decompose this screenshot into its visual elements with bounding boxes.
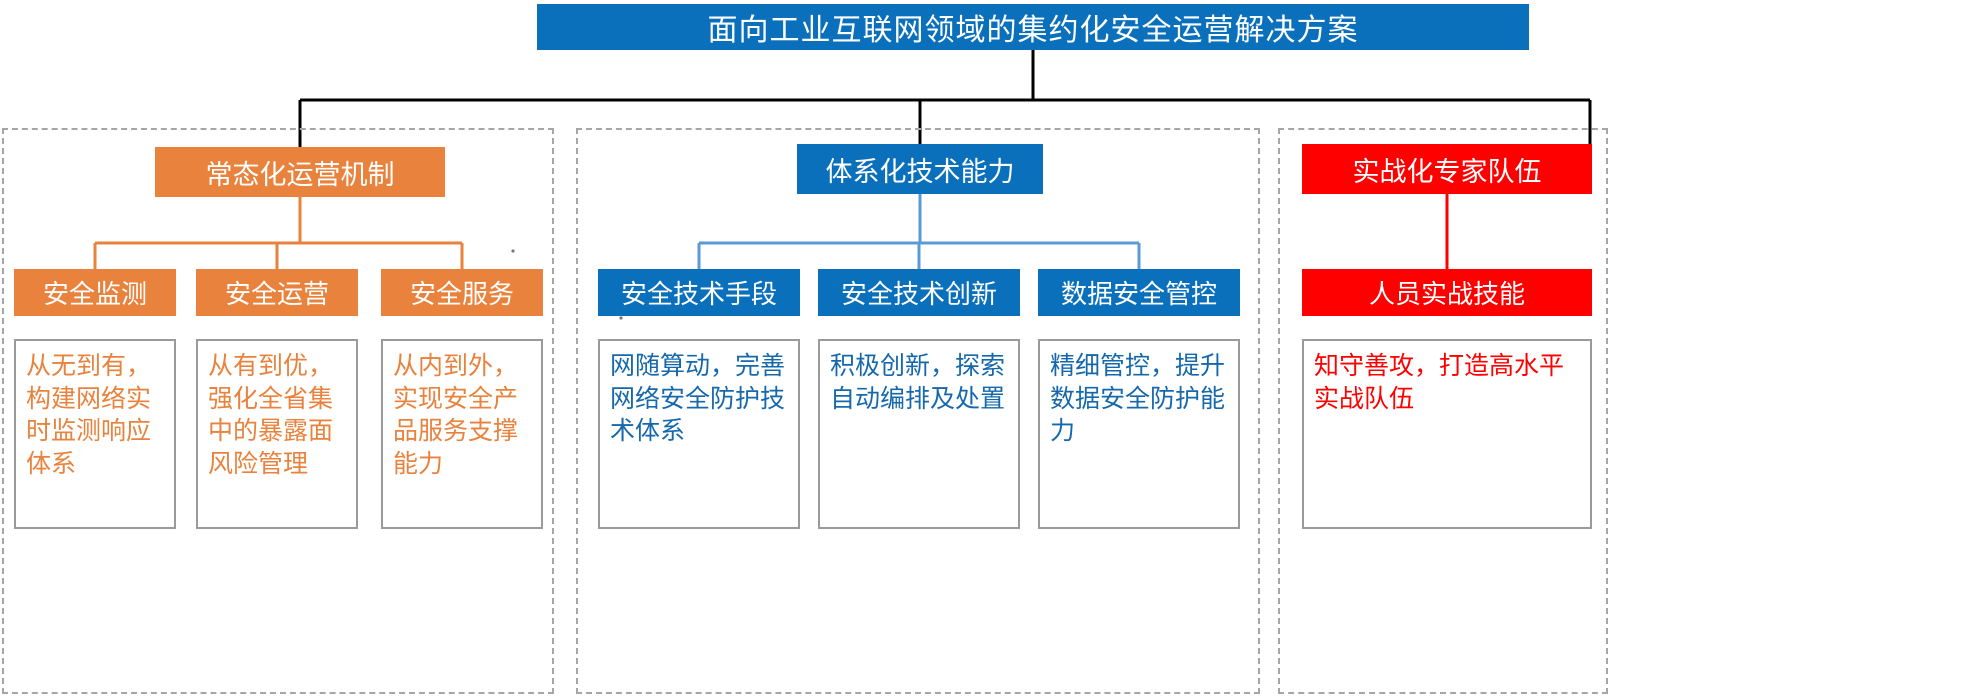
node-security-monitoring[interactable]: 安全监测 <box>14 269 176 316</box>
detail-panel-security-services: 从内到外，实现安全产品服务支撑能力 <box>381 339 543 529</box>
node-security-services[interactable]: 安全服务 <box>381 269 543 316</box>
detail-panel-data-security-control: 精细管控，提升数据安全防护能力 <box>1038 339 1240 529</box>
detail-panel-security-tech-means: 网随算动，完善网络安全防护技术体系 <box>598 339 800 529</box>
detail-panel-security-operations: 从有到优，强化全省集中的暴露面风险管理 <box>196 339 358 529</box>
node-data-security-control[interactable]: 数据安全管控 <box>1038 269 1240 316</box>
detail-panel-security-tech-innovation: 积极创新，探索自动编排及处置 <box>818 339 1020 529</box>
node-security-operations[interactable]: 安全运营 <box>196 269 358 316</box>
group-header-operations[interactable]: 常态化运营机制 <box>155 147 445 197</box>
page-title: 面向工业互联网领域的集约化安全运营解决方案 <box>537 4 1529 50</box>
detail-panel-personnel-combat-skills: 知守善攻，打造高水平实战队伍 <box>1302 339 1592 529</box>
group-frame-technology <box>576 128 1260 694</box>
detail-panel-security-monitoring: 从无到有，构建网络实时监测响应体系 <box>14 339 176 529</box>
node-security-tech-means[interactable]: 安全技术手段 <box>598 269 800 316</box>
node-security-tech-innovation[interactable]: 安全技术创新 <box>818 269 1020 316</box>
group-frame-experts <box>1278 128 1608 694</box>
node-personnel-combat-skills[interactable]: 人员实战技能 <box>1302 269 1592 316</box>
group-frame-operations <box>2 128 554 694</box>
group-header-technology[interactable]: 体系化技术能力 <box>797 144 1043 194</box>
group-header-experts[interactable]: 实战化专家队伍 <box>1302 144 1592 194</box>
